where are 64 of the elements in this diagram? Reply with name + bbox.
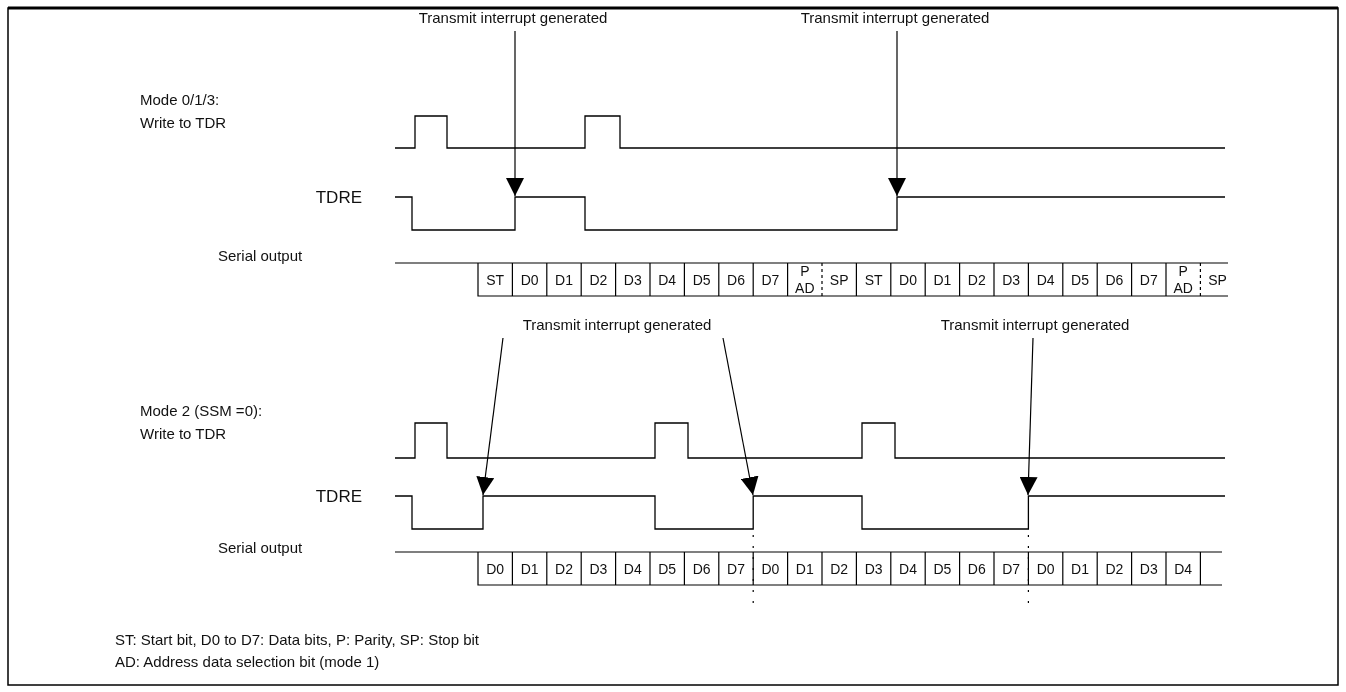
bit-label: D1 <box>1071 561 1089 577</box>
bit-label: D0 <box>761 561 780 577</box>
tdre-waveform <box>394 196 1226 231</box>
bit-label: D3 <box>864 561 883 577</box>
bit-label: D3 <box>1139 561 1158 577</box>
bit-label: D4 <box>1036 272 1055 288</box>
bit-label: D0 <box>486 561 505 577</box>
bit-label: D0 <box>899 272 917 288</box>
bit-label: D2 <box>555 561 573 577</box>
signal-name: Serial output <box>218 538 303 557</box>
bit-label: D4 <box>1174 561 1193 577</box>
bit-label: D2 <box>967 272 986 288</box>
bit-label: D6 <box>727 272 745 288</box>
bit-label: D3 <box>589 561 608 577</box>
bit-label: D0 <box>520 272 539 288</box>
bit-label: D1 <box>795 561 814 577</box>
bit-label: D3 <box>623 272 642 288</box>
bit-label: D1 <box>555 272 573 288</box>
bit-label: D2 <box>830 561 849 577</box>
signal-name: Mode 2 (SSM =0): Write to TDR <box>140 401 264 444</box>
tdre-waveform <box>394 495 1226 530</box>
arrow <box>1019 337 1038 496</box>
bit-label: D4 <box>658 272 677 288</box>
callout-text: Transmit interrupt generated <box>940 315 1130 334</box>
bit-label: ST <box>864 272 883 288</box>
signal-name: TDRE <box>315 188 362 207</box>
bit-label: D7 <box>1139 272 1158 288</box>
bit-label: D3 <box>1002 272 1021 288</box>
callout-text: Transmit interrupt generated <box>522 315 712 334</box>
arrow <box>476 337 504 496</box>
bit-label: D5 <box>692 272 711 288</box>
bit-label: D4 <box>899 561 917 577</box>
bit-label: D7 <box>1002 561 1021 577</box>
callout-text: Transmit interrupt generated <box>800 8 990 27</box>
note-text: ST: Start bit, D0 to D7: Data bits, P: Parity, SP: Stop bit <box>115 630 480 649</box>
bit-label: D5 <box>1071 272 1089 288</box>
bit-label: D6 <box>692 561 711 577</box>
arrow <box>506 30 524 197</box>
bit-label: D6 <box>967 561 986 577</box>
bit-label: D7 <box>761 272 780 288</box>
bit-label: D2 <box>589 272 608 288</box>
note-text: AD: Address data selection bit (mode 1) <box>115 652 380 671</box>
bit-label: D6 <box>1105 272 1124 288</box>
bit-label: AD <box>1173 280 1193 296</box>
arrow <box>722 337 759 496</box>
bit-label: AD <box>795 280 815 296</box>
bit-label: D0 <box>1036 561 1055 577</box>
bit-label: D2 <box>1105 561 1124 577</box>
signal-name: Mode 0/1/3: Write to TDR <box>140 90 228 133</box>
bit-label: P <box>1178 263 1188 279</box>
bit-label: D1 <box>933 272 952 288</box>
bit-label: D5 <box>933 561 952 577</box>
signal-name: Serial output <box>218 246 303 265</box>
callout-text: Transmit interrupt generated <box>418 8 608 27</box>
bit-label: D7 <box>727 561 745 577</box>
bit-label: ST <box>486 272 505 288</box>
bit-label: D4 <box>623 561 642 577</box>
bit-label: D1 <box>520 561 539 577</box>
arrow <box>888 30 906 197</box>
bit-label: SP <box>829 272 849 288</box>
bit-label: P <box>800 263 810 279</box>
bit-label: D5 <box>658 561 677 577</box>
signal-name: TDRE <box>315 487 362 506</box>
bit-label: SP <box>1208 272 1227 288</box>
